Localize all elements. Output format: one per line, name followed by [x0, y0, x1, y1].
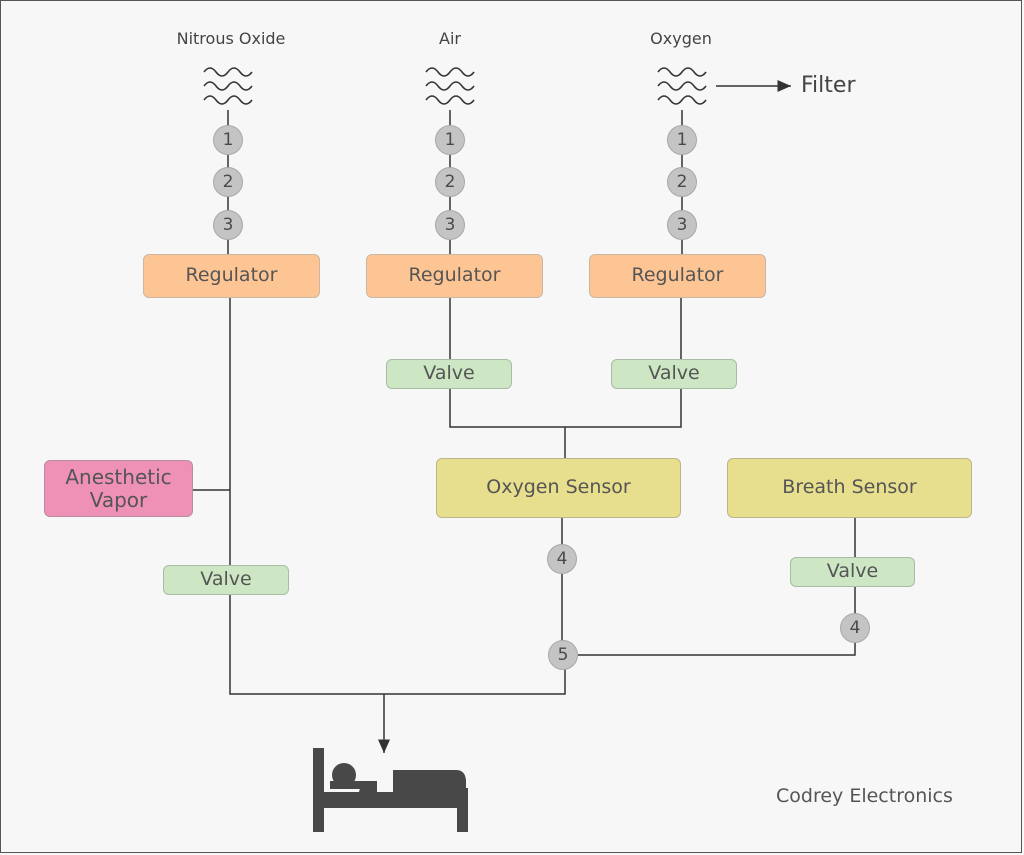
brand-label: Codrey Electronics	[776, 785, 953, 807]
breath-to-merge	[578, 643, 856, 656]
step-circle: 3	[667, 210, 697, 240]
step-circle: 3	[435, 210, 465, 240]
regulator-oxygen: Regulator	[589, 254, 766, 298]
step-circle: 1	[667, 125, 697, 155]
regulator-nitrous-oxide: Regulator	[143, 254, 320, 298]
gas-wave-icon	[203, 67, 253, 105]
air-oxy-merge	[449, 389, 682, 428]
gas-wave-icon	[425, 67, 475, 105]
hospital-bed-icon	[313, 748, 468, 832]
step-circle-oxygen-sensor: 4	[547, 544, 577, 574]
gas-label-nitrous-oxide: Nitrous Oxide	[176, 29, 286, 48]
valve-breath: Valve	[790, 557, 915, 587]
step-circle: 1	[435, 125, 465, 155]
step-circle-merge: 5	[548, 640, 578, 670]
gas-label-oxygen: Oxygen	[650, 29, 712, 48]
anesthetic-vapor: Anesthetic Vapor	[44, 460, 193, 517]
step-circle-breath-sensor: 4	[840, 613, 870, 643]
breath-sensor: Breath Sensor	[727, 458, 972, 518]
regulator-air: Regulator	[366, 254, 543, 298]
valve-air: Valve	[386, 359, 512, 389]
nitrous-to-patient	[229, 595, 566, 695]
filter-label: Filter	[801, 73, 856, 98]
step-circle: 1	[213, 125, 243, 155]
oxygen-sensor: Oxygen Sensor	[436, 458, 681, 518]
gas-wave-icon	[657, 67, 707, 105]
step-circle: 2	[435, 167, 465, 197]
step-circle: 3	[213, 210, 243, 240]
valve-nitrous-oxide: Valve	[163, 565, 289, 595]
valve-oxygen: Valve	[611, 359, 737, 389]
step-circle: 2	[213, 167, 243, 197]
gas-label-air: Air	[439, 29, 461, 48]
step-circle: 2	[667, 167, 697, 197]
